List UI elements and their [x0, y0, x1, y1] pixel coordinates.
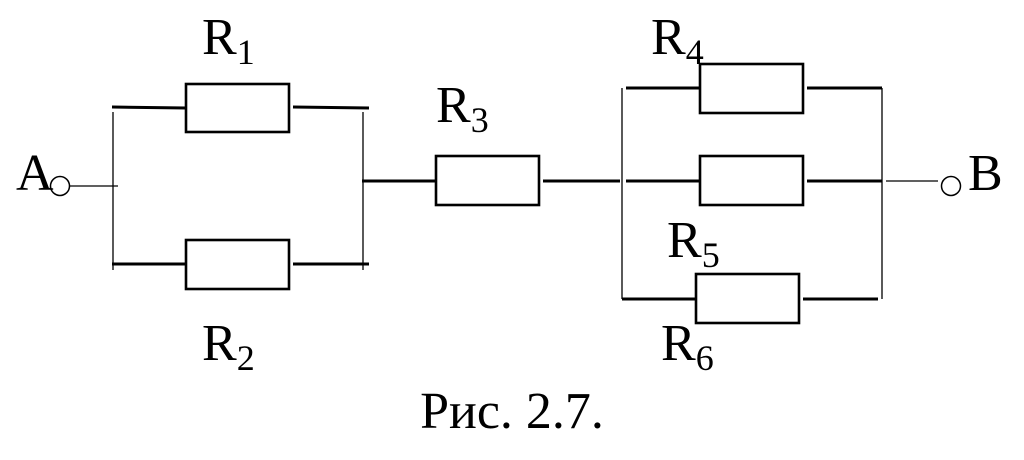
terminal-b-circle	[940, 175, 962, 197]
resistor-r5	[698, 154, 805, 207]
r4-label: R4	[651, 9, 704, 72]
terminal-a	[49, 175, 118, 197]
resistor-r4	[698, 62, 805, 115]
r5-label: R5	[667, 212, 720, 275]
r1-wire-right	[292, 105, 370, 110]
parallel-group-r4-r5-r6	[621, 62, 883, 325]
resistor-r2	[184, 238, 291, 291]
terminal-a-circle	[49, 175, 71, 197]
resistor-r1	[184, 82, 291, 134]
r1-label: R1	[202, 9, 255, 72]
terminal-a-label: A	[16, 145, 54, 202]
figure-caption: Рис. 2.7.	[420, 383, 604, 440]
r2-label: R2	[202, 315, 255, 378]
resistor-r6	[694, 272, 801, 325]
parallel-group-r1-r2	[111, 82, 370, 291]
terminal-b-label: B	[968, 145, 1003, 202]
series-r3	[362, 154, 620, 207]
resistor-r3	[434, 154, 541, 207]
r3-label: R3	[436, 77, 489, 140]
terminal-b	[886, 175, 962, 197]
r6-label: R6	[661, 315, 714, 378]
r1-wire-left	[111, 105, 187, 110]
